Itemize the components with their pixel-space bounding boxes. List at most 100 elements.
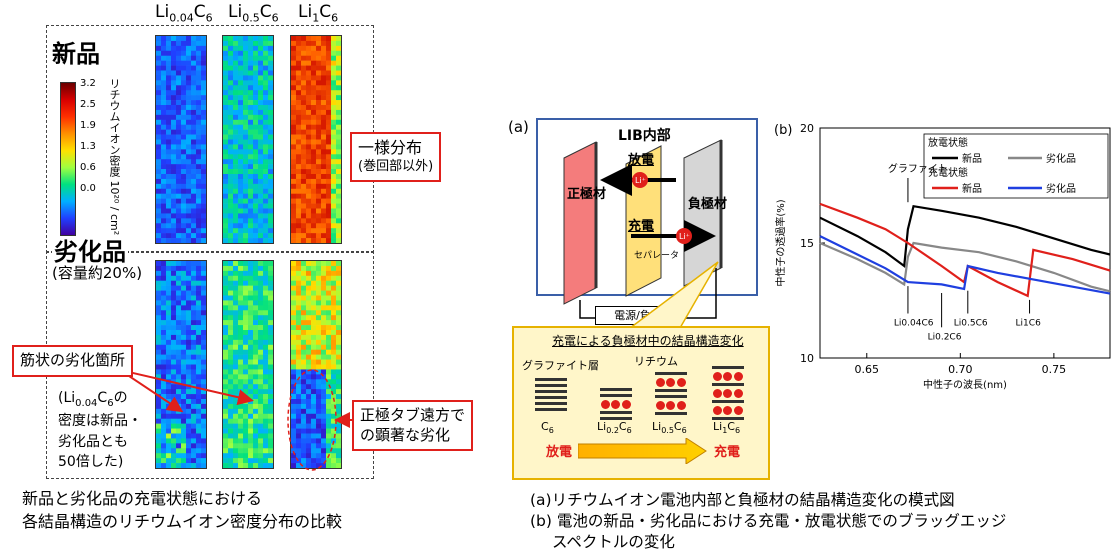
heatmap-cell [248,208,254,214]
heatmap-cell [191,60,197,66]
heatmap-cell [161,280,167,286]
heatmap-cell [301,124,307,130]
heatmap-cell [181,45,187,52]
heatmap-cell [238,149,244,155]
heatmap-cell [176,428,182,434]
heatmap-cell [228,364,234,370]
heatmap-cell [228,198,234,204]
heatmap-cell [326,154,332,160]
heatmap-cell [326,285,332,291]
heatmap-cell [326,448,332,454]
heatmap-cell [301,70,307,76]
heatmap-cell [258,95,264,101]
heatmap-cell [156,139,162,145]
heatmap-cell [258,325,264,331]
heatmap-cell [156,364,162,370]
heatmap-cell [156,408,162,415]
heatmap-cell [233,164,239,170]
heatmap-cell [176,384,182,390]
heatmap-cell [156,418,162,424]
heatmap-cell [253,233,259,239]
heatmap-cell [228,134,234,140]
streak-arrow-2 [119,369,254,406]
heatmap-cell [233,300,239,306]
heatmap-cell [248,270,254,277]
heatmap-cell [336,100,341,106]
heatmap-cell [321,453,327,459]
heatmap-cell [171,344,177,351]
heatmap-cell [156,399,162,405]
heatmap-cell [336,134,341,140]
heatmap-cell [196,134,202,140]
heatmap-cell [196,453,202,459]
heatmap-cell [291,403,297,410]
heatmap-cell [156,403,162,410]
heatmap-cell [258,275,264,282]
heatmap-cell [161,330,167,336]
heatmap-cell [258,344,264,351]
uniform-distribution-box: 一様分布 (巻回部以外) [350,132,442,182]
heatmap-cell [186,359,192,365]
heatmap-cell [263,285,269,291]
heatmap-cell [201,325,206,331]
colorbar-tick: 2.5 [80,99,96,110]
heatmap-cell [336,109,341,116]
heatmap-cell [258,315,264,321]
heatmap-cell [253,169,259,175]
heatmap-cell [263,109,269,116]
heatmap-cell [243,369,249,375]
heatmap-cell [186,183,192,190]
heatmap-cell [248,433,254,439]
heatmap-cell [296,369,302,375]
heatmap-cell [181,36,187,42]
heatmap-cell [306,169,312,175]
heatmap-cell [223,428,229,434]
graphite-layer-label: グラファイト層 [522,359,599,372]
heatmap-cell [156,65,162,71]
heatmap-cell [181,384,187,390]
heatmap-cell [291,169,297,175]
heatmap-cell [291,261,297,267]
heatmap-cell [253,188,259,195]
heatmap-cell [161,339,167,346]
heatmap-cell [191,265,197,272]
heatmap-cell [301,119,307,126]
heatmap-cell [316,334,322,341]
heatmap-cell [326,374,332,380]
heatmap-cell [268,60,273,66]
heatmap-cell [191,310,197,316]
heatmap-cell [166,453,172,459]
heatmap-cell [331,295,337,301]
heatmap-cell [258,399,264,405]
heatmap-cell [336,290,341,296]
heatmap-cell [296,408,302,415]
heatmap-cell [156,233,162,239]
heatmap-cell [311,203,317,209]
heatmap-cell [306,95,312,101]
heatmap-cell [243,315,249,321]
heatmap-cell [306,384,312,390]
heatmap-cell [311,100,317,106]
heatmap-cell [301,159,307,165]
heatmap-cell [243,334,249,341]
heatmap-cell [176,359,182,365]
heatmap-cell [316,134,322,140]
heatmap-cell [223,265,229,272]
heatmap-cell [171,203,177,209]
heatmap-cell [248,305,254,311]
heatmap-cell [321,369,327,375]
heatmap-cell [238,408,244,415]
heatmap-cell [186,114,192,121]
heatmap-cell [156,265,162,272]
heatmap-cell [233,134,239,140]
heatmap-cell [171,290,177,296]
heatmap-cell [331,325,337,331]
heatmap-cell [331,364,337,370]
heatmap-cell [223,40,229,47]
heatmap-cell [326,208,332,214]
heatmap-cell [321,399,327,405]
heatmap-cell [166,458,172,464]
heatmap-cell [296,164,302,170]
heatmap-cell [258,280,264,286]
heatmap-cell [171,139,177,145]
